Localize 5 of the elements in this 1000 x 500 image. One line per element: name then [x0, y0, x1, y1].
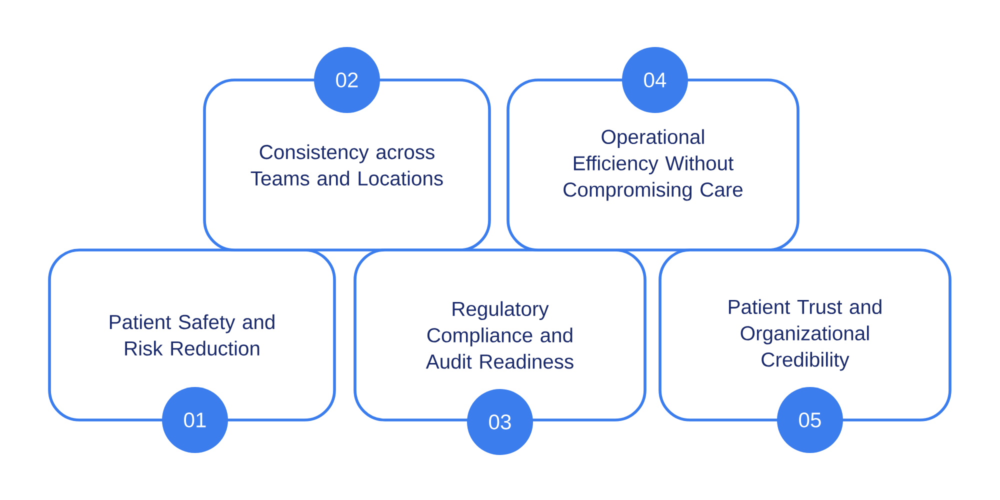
number-badge: 02 [314, 46, 380, 113]
number-badge: 04 [622, 46, 688, 113]
number-badge: 03 [467, 388, 533, 455]
number-badge: 05 [777, 386, 843, 453]
number-badge: 01 [162, 386, 228, 453]
